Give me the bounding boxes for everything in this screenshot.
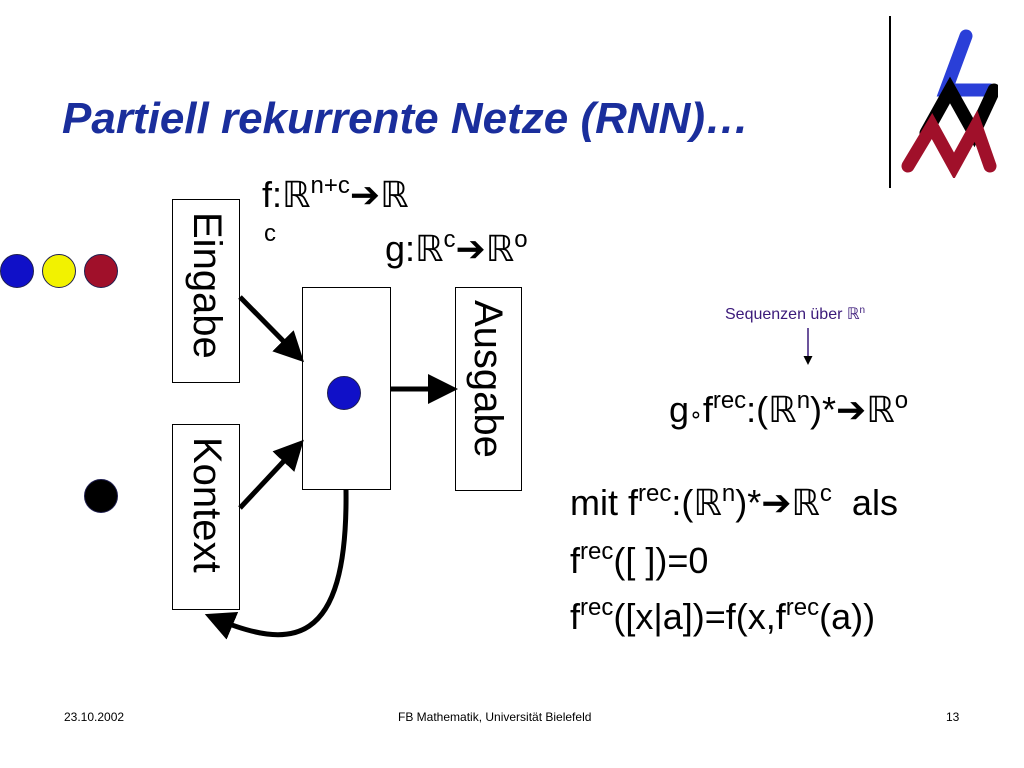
footer-date: 23.10.2002: [64, 710, 125, 724]
formula-f: f:ℝn+c➔ℝ: [262, 172, 409, 215]
formula-f-wrap: c: [264, 220, 276, 247]
red-unit-circle: [84, 254, 118, 288]
sequence-annotation: Sequenzen über ℝn: [725, 305, 866, 323]
footer-page-number: 13: [946, 710, 960, 724]
definition-line-2: frec([ ])=0: [570, 538, 709, 581]
composition-formula: g∘frec:(ℝn)*➔ℝo: [669, 387, 909, 430]
yellow-unit-circle: [42, 254, 76, 288]
university-logo-icon: [901, 29, 998, 178]
context-to-hidden-arrow: [238, 439, 304, 510]
input-label: Eingabe: [185, 212, 229, 359]
input-to-hidden-arrow: [238, 295, 305, 363]
blue-unit-circle: [0, 254, 34, 288]
output-label: Ausgabe: [466, 300, 510, 458]
context-label: Kontext: [185, 437, 229, 573]
input-box: Eingabe: [172, 199, 240, 383]
recurrent-feedback-arrow: [204, 489, 349, 640]
title-divider: [889, 16, 891, 188]
context-unit-circle: [84, 479, 118, 513]
slide-title: Partiell rekurrente Netze (RNN)…: [62, 94, 750, 143]
definition-line-1: mit frec:(ℝn)*➔ℝc als: [570, 480, 898, 523]
output-box: Ausgabe: [455, 287, 522, 491]
hidden-unit-circle: [327, 376, 361, 410]
footer-institution: FB Mathematik, Universität Bielefeld: [398, 710, 592, 724]
definition-line-3: frec([x|a])=f(x,frec(a)): [570, 594, 876, 637]
context-box: Kontext: [172, 424, 240, 610]
hidden-layer-box: [302, 287, 391, 490]
formula-g: g:ℝc➔ℝo: [385, 226, 528, 269]
